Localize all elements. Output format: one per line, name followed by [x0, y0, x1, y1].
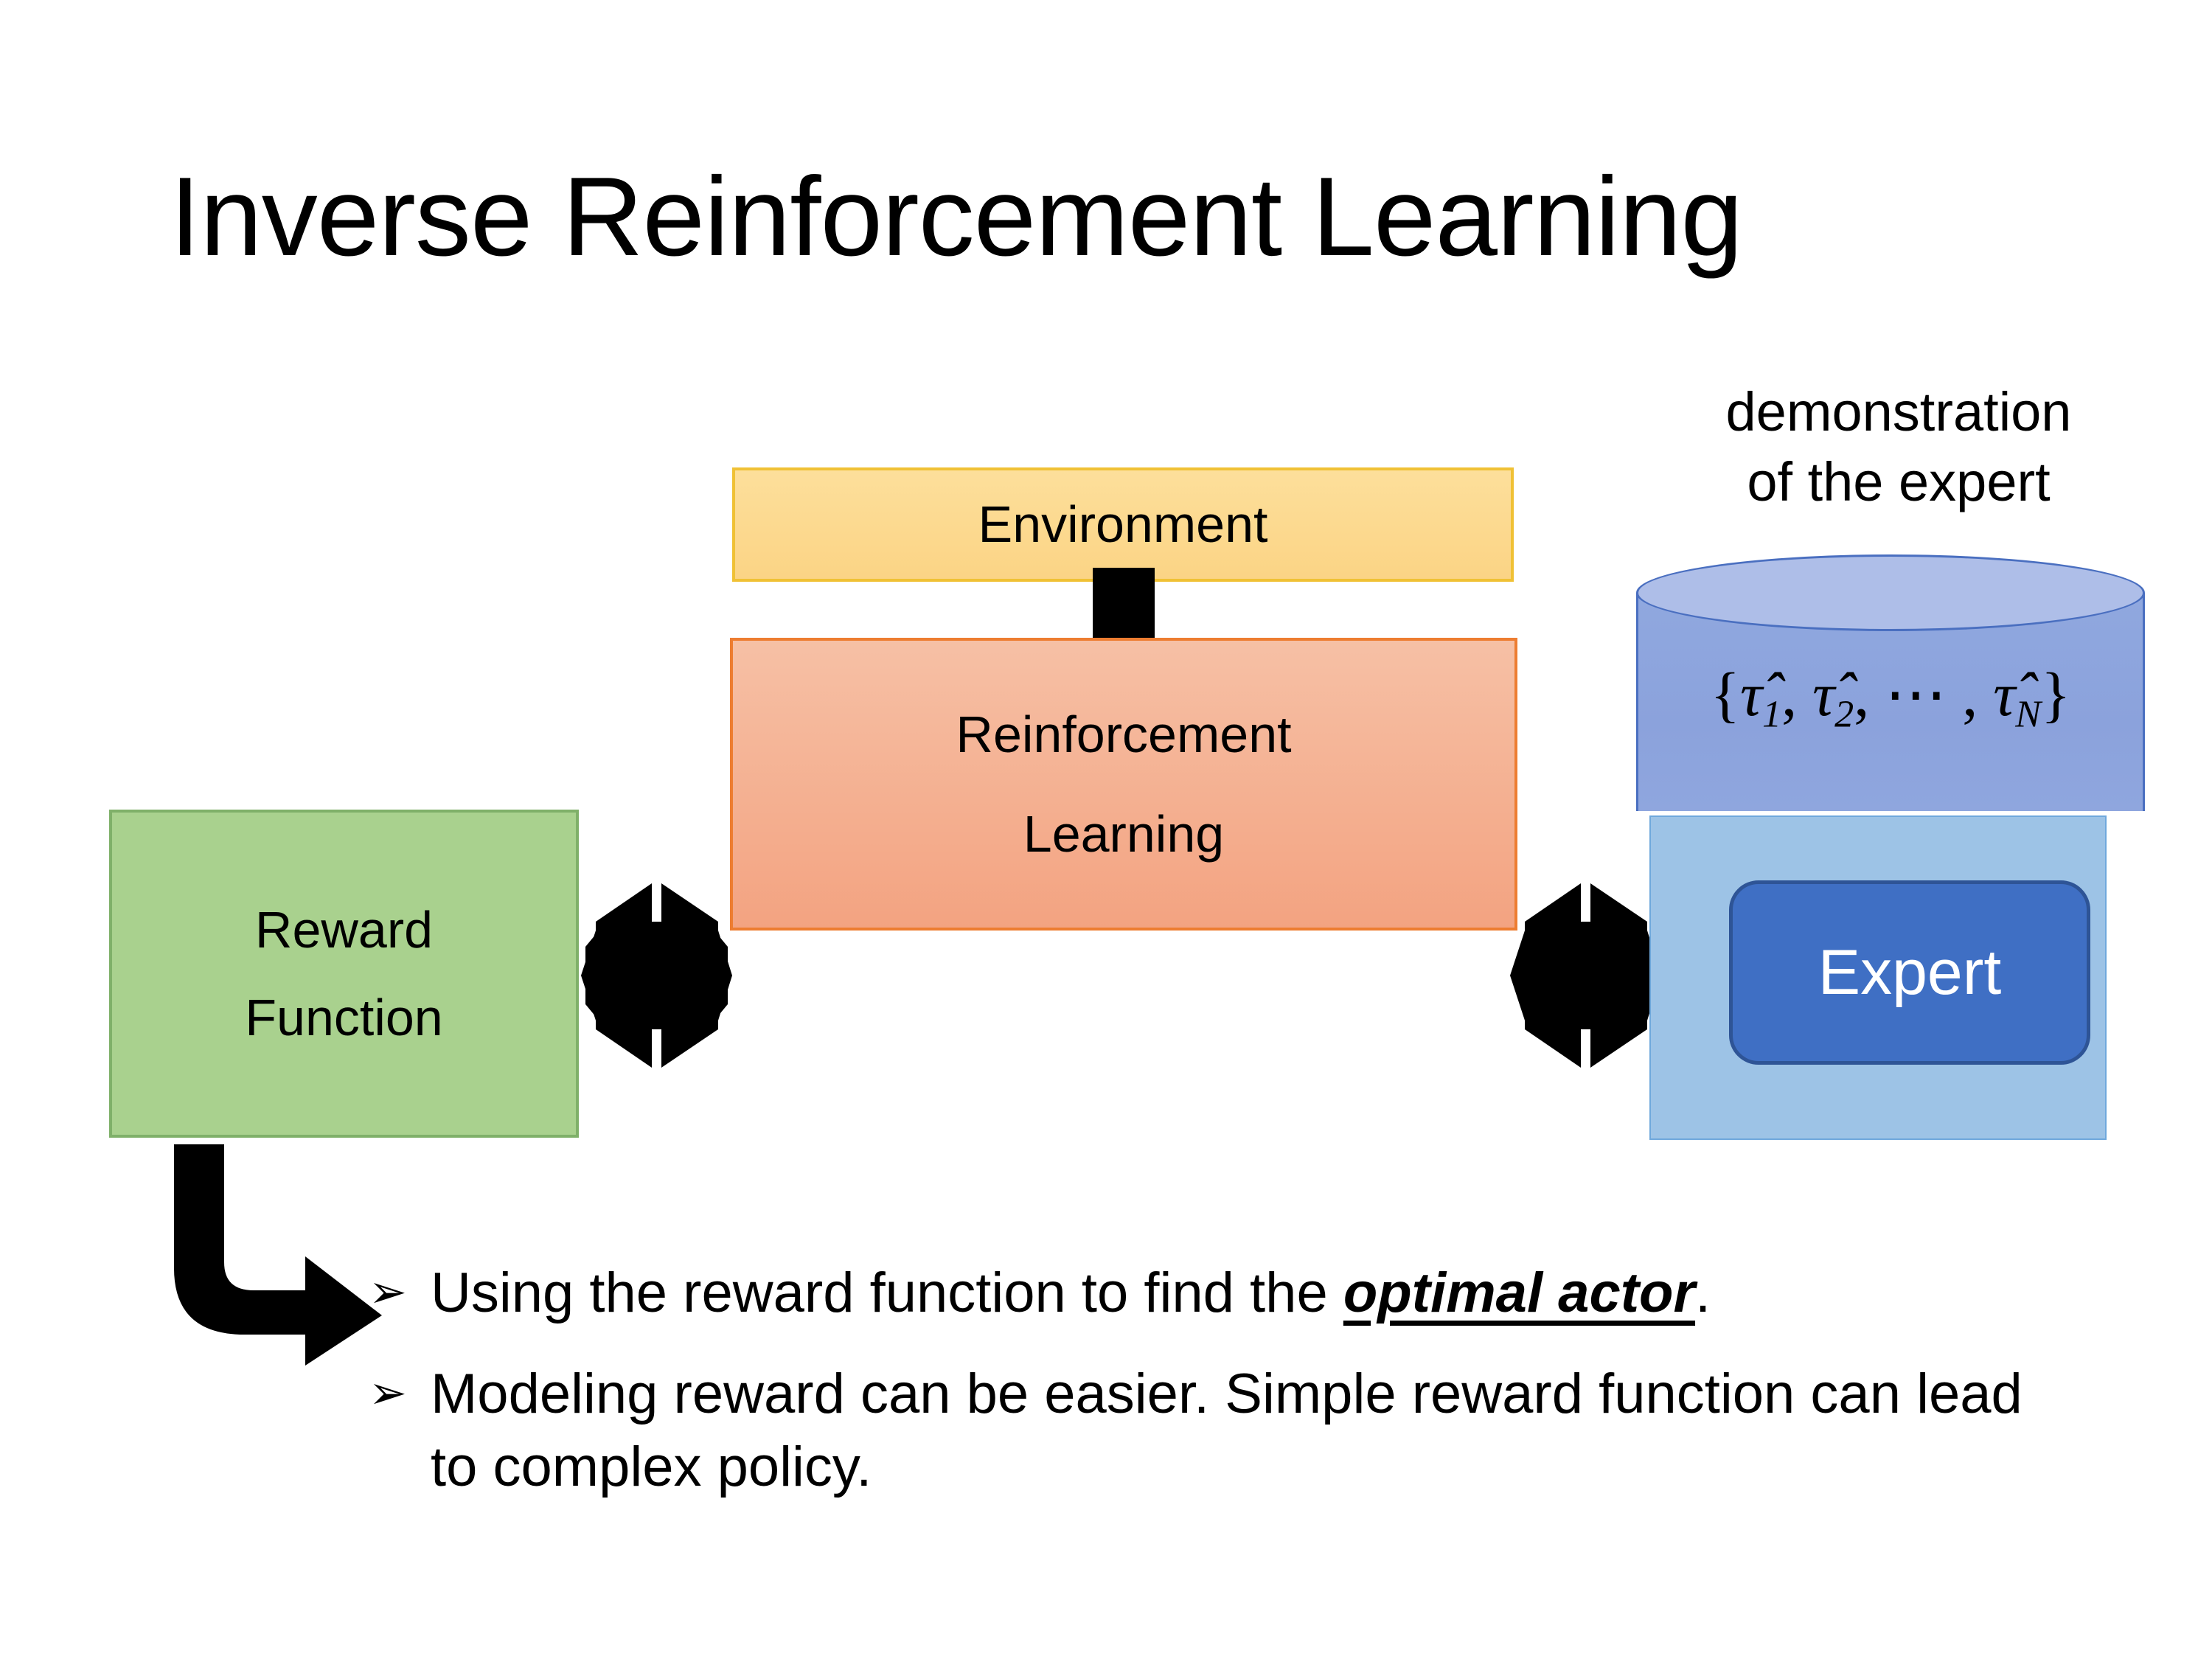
formula-sub-n: N	[2015, 693, 2042, 736]
expert-button-label: Expert	[1818, 936, 2002, 1008]
demonstration-caption-line2: of the expert	[1747, 451, 2051, 512]
list-item: ➢ Modeling reward can be easier. Simple …	[369, 1358, 2065, 1504]
formula-sub-2: 2	[1834, 693, 1854, 736]
bullet-text-2: Modeling reward can be easier. Simple re…	[431, 1362, 2023, 1498]
environment-box-label: Environment	[978, 495, 1268, 554]
trajectory-database-cylinder: {τ̂1, τ̂2, ⋯ , τ̂N}	[1636, 554, 2145, 849]
bullet-text-1-before: Using the reward function to find the	[431, 1262, 1343, 1324]
formula-tau-2: τ̂	[1812, 661, 1835, 729]
list-item: ➢ Using the reward function to find the …	[369, 1257, 2065, 1330]
expert-button[interactable]: Expert	[1729, 880, 2090, 1065]
rl-box-label-line1: Reinforcement	[956, 706, 1292, 764]
bullet-text-1-emphasis: optimal actor	[1343, 1262, 1696, 1324]
quad-arrow-icon	[1510, 883, 1661, 1068]
bullet-list: ➢ Using the reward function to find the …	[369, 1257, 2065, 1503]
bullet-arrow-icon: ➢	[369, 1367, 407, 1419]
reinforcement-learning-box[interactable]: Reinforcement Learning	[730, 638, 1517, 931]
page-title: Inverse Reinforcement Learning	[170, 154, 1743, 279]
demonstration-caption-line1: demonstration	[1725, 381, 2072, 442]
formula-close-brace: }	[2041, 661, 2071, 729]
reward-function-box[interactable]: Reward Function	[109, 810, 579, 1138]
bullet-text-1-after: .	[1695, 1262, 1711, 1324]
environment-box[interactable]: Environment	[732, 467, 1514, 582]
trajectory-set-formula: {τ̂1, τ̂2, ⋯ , τ̂N}	[1636, 658, 2145, 737]
demonstration-caption: demonstration of the expert	[1641, 378, 2157, 517]
reward-box-label-line1: Reward	[254, 901, 434, 959]
formula-sep-1: ,	[1781, 661, 1813, 729]
reward-box-label-line2: Function	[245, 988, 443, 1046]
formula-open-brace: {	[1710, 661, 1740, 729]
formula-tau-n: τ̂	[1993, 661, 2016, 729]
bullet-arrow-icon: ➢	[369, 1267, 407, 1318]
bullet-text-1: Using the reward function to find the op…	[431, 1257, 2065, 1330]
formula-tau-1: τ̂	[1739, 661, 1763, 729]
cylinder-top-ellipse	[1636, 554, 2145, 631]
quad-arrow-icon	[581, 880, 732, 1075]
formula-sub-1: 1	[1762, 693, 1782, 736]
rl-box-label-line2: Learning	[1023, 804, 1225, 863]
formula-sep-2: , ⋯ ,	[1854, 661, 1994, 729]
elbow-arrow-icon	[174, 1144, 382, 1366]
